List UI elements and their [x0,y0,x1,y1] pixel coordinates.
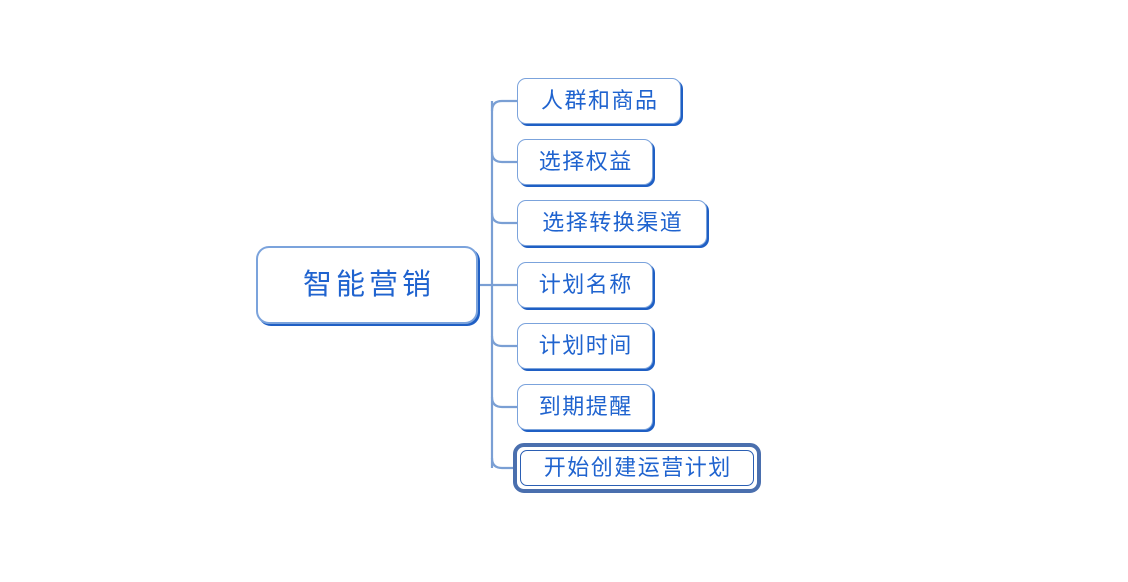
connector-branch-1 [490,151,517,164]
mindmap-node-people-and-products[interactable]: 人群和商品 [517,78,681,124]
mindmap-node-select-conversion-channel[interactable]: 选择转换渠道 [517,200,707,246]
node-label: 选择权益 [538,149,633,174]
node-label: 计划时间 [538,333,633,358]
node-label: 选择转换渠道 [542,210,684,235]
mindmap-node-plan-time[interactable]: 计划时间 [517,323,653,369]
node-label: 到期提醒 [538,394,633,419]
mindmap-node-select-benefits[interactable]: 选择权益 [517,139,653,185]
node-label: 计划名称 [538,272,633,297]
connector-branch-4 [490,335,517,348]
connector-branch-0 [490,99,517,112]
mindmap-node-start-create-operation-plan[interactable]: 开始创建运营计划 [513,443,761,493]
mindmap-root-node[interactable]: 智能营销 [256,246,478,324]
selected-node-inner: 开始创建运营计划 [520,450,754,486]
mindmap-node-plan-name[interactable]: 计划名称 [517,262,653,308]
node-label: 开始创建运营计划 [543,455,732,480]
connector-branch-5 [490,396,517,409]
connector-branch-2 [490,212,517,225]
node-label: 人群和商品 [540,88,659,113]
root-node-label: 智能营销 [302,268,435,301]
connector-branch-6 [490,457,513,470]
mindmap-node-expiry-reminder[interactable]: 到期提醒 [517,384,653,430]
